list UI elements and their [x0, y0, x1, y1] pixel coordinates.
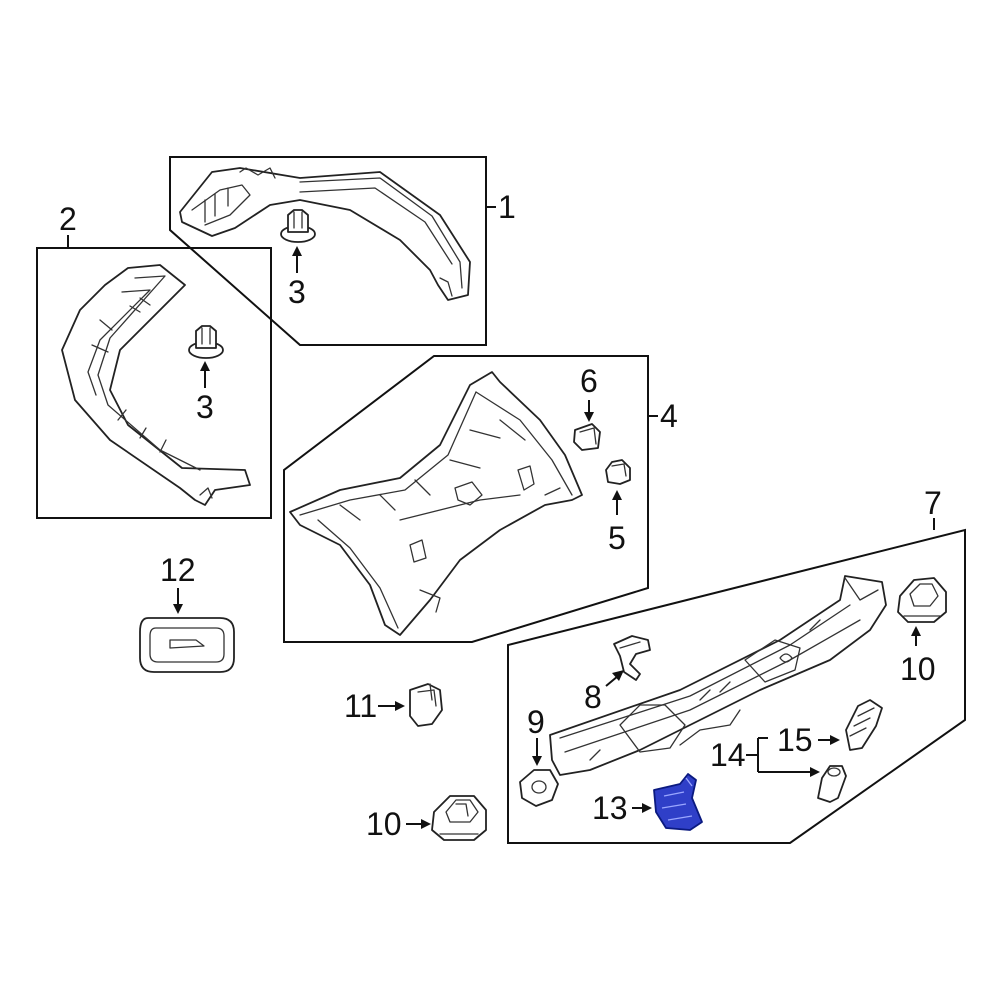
- arrowhead-part-13: [642, 803, 652, 813]
- bumper-part-11: [409, 683, 443, 727]
- arrowhead-part-14: [810, 767, 820, 777]
- frame-part-1: [169, 156, 487, 346]
- callout-part-1: 1: [498, 189, 516, 225]
- bracket-part-6: [573, 423, 601, 451]
- callout-part-14: 14: [710, 737, 746, 773]
- callout-part-10-lower: 10: [366, 806, 402, 842]
- callout-part-10-upper: 10: [900, 651, 936, 687]
- arrowhead-part-8: [612, 670, 624, 681]
- frame-part-4: [283, 355, 649, 643]
- arrowhead-part-15: [830, 735, 840, 745]
- clip-part-3-side: [188, 325, 224, 359]
- callout-part-11: 11: [344, 688, 377, 724]
- callout-part-15: 15: [777, 722, 813, 758]
- lamp-part-13-highlighted: [653, 773, 703, 831]
- callout-part-13: 13: [592, 790, 628, 826]
- upper-trim-part-1: [179, 167, 471, 301]
- bulb-part-14: [817, 765, 847, 803]
- arrowhead-part-10-lower: [421, 819, 431, 829]
- callout-part-9: 9: [527, 704, 545, 740]
- side-trim-part-2: [61, 264, 251, 506]
- bumper-part-5: [605, 459, 631, 485]
- lamp-housing-part-10-upper: [897, 577, 947, 623]
- arrowhead-part-5: [612, 490, 622, 500]
- callout-part-5: 5: [608, 520, 626, 556]
- spoiler-part-7: [549, 575, 887, 776]
- retainer-part-9: [519, 769, 559, 807]
- arrowhead-part-12: [173, 604, 183, 614]
- callout-part-3-upper: 3: [288, 274, 306, 310]
- arrowhead-part-3-upper: [292, 246, 302, 256]
- arrowhead-part-11: [395, 701, 405, 711]
- callout-part-6: 6: [580, 363, 598, 399]
- callout-part-8: 8: [584, 679, 602, 715]
- leader-part-14: [746, 737, 812, 773]
- callout-part-4: 4: [660, 398, 678, 434]
- callout-part-2: 2: [59, 201, 77, 237]
- callout-part-12: 12: [160, 552, 196, 588]
- clip-part-3-upper: [280, 209, 316, 243]
- callout-part-3-side: 3: [196, 389, 214, 425]
- arrowhead-part-3-side: [200, 361, 210, 371]
- arrowhead-part-9: [532, 756, 542, 766]
- frame-part-7: [507, 528, 966, 844]
- arrowhead-part-6: [584, 412, 594, 422]
- callout-part-7: 7: [924, 485, 942, 521]
- liftgate-panel-part-4: [289, 371, 583, 636]
- frame-part-2: [36, 247, 272, 519]
- clip-part-8: [613, 635, 651, 681]
- leader-part-8: [605, 675, 619, 687]
- socket-part-15: [845, 699, 883, 751]
- arrowhead-part-10-upper: [911, 626, 921, 636]
- emblem-part-12: [139, 617, 235, 673]
- lamp-housing-part-10-lower: [431, 795, 487, 841]
